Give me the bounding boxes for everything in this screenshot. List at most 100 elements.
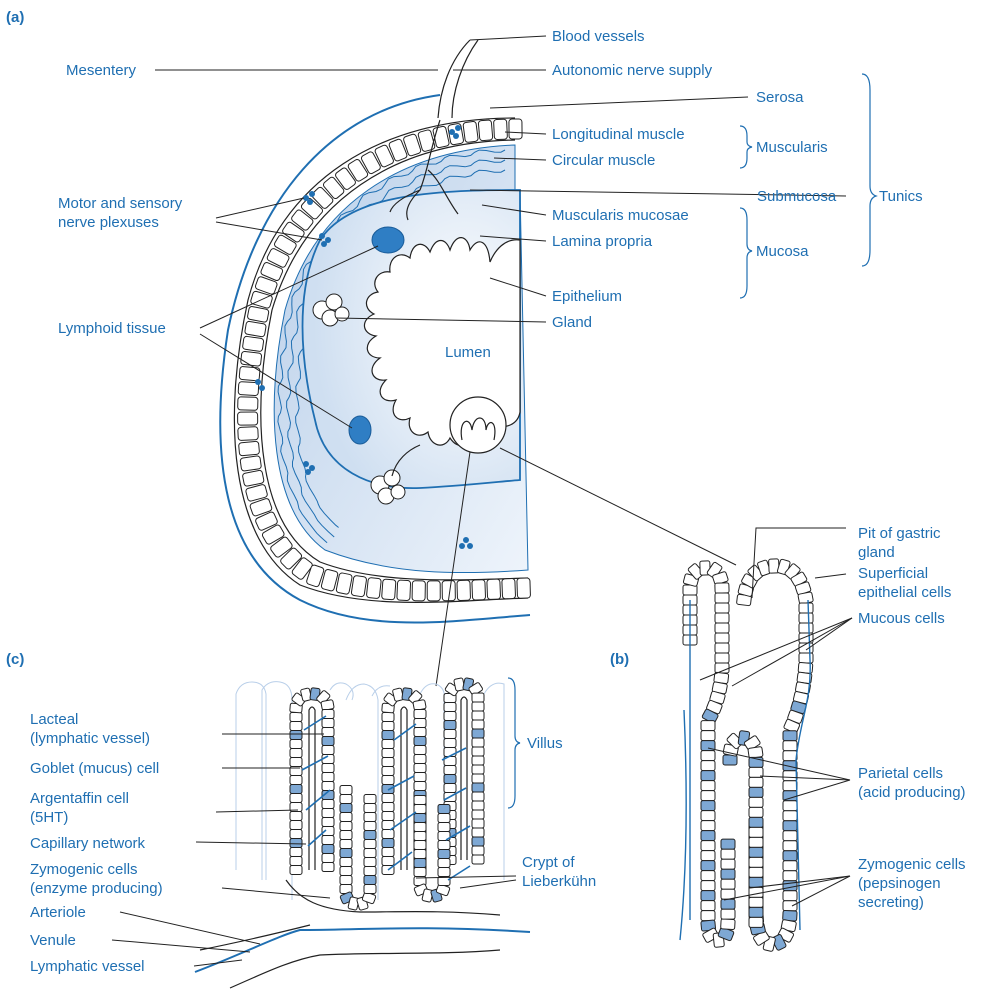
epithelial-cell [414,737,426,746]
epithelial-cell [413,700,426,711]
label-villus: Villus [527,735,563,752]
epithelial-cell [322,773,334,782]
label-parietal-line1: Parietal cells [858,765,943,782]
epithelial-cell [322,809,334,818]
gastric-cell [783,901,797,911]
lymphoid-nodule-upper [372,227,404,253]
crypt-cell [364,857,376,866]
label-blood-vessels: Blood vessels [552,28,645,45]
label-longitudinal-muscle: Longitudinal muscle [552,126,685,143]
gastric-cell [701,781,715,791]
label-autonomic-nerve: Autonomic nerve supply [552,62,713,79]
arteriole-vessel [195,928,530,972]
label-lamina-propria: Lamina propria [552,233,653,250]
crypt-cell [364,839,376,848]
epithelial-cell [382,758,394,767]
muscle-cell [240,456,262,472]
connector-to-b [500,448,736,565]
gastric-cell [783,811,797,821]
label-superficial-line2: epithelial cells [858,584,951,601]
epithelial-cell [290,731,302,740]
epithelial-cell [444,784,456,793]
epithelial-cell [472,837,484,846]
epithelial-cell [472,810,484,819]
gastric-cell [701,721,715,731]
crypt-cell [438,804,450,813]
epithelial-cell [290,866,302,875]
crypt-cell [340,867,352,876]
crypt-cell [340,840,352,849]
crypt-cell [340,849,352,858]
muscle-cell [366,577,381,598]
crypt-cell [364,884,376,893]
gastric-cell [721,879,735,889]
crypt-cell [340,831,352,840]
gastric-cell [721,869,735,879]
muscle-cell [239,366,260,381]
epithelial-cell [472,765,484,774]
gastric-cell [749,897,763,907]
crypt-cell [414,814,426,823]
epithelial-cell [382,785,394,794]
crypt-cell [340,795,352,804]
gastric-cell [715,643,729,653]
muscle-cell [240,351,261,366]
gastric-cell [715,603,729,613]
label-parietal-line2: (acid producing) [858,784,966,801]
muscle-cell [494,119,508,140]
gastric-cell [783,851,797,861]
epithelial-cell [382,767,394,776]
epithelial-cell [472,792,484,801]
gastric-cell [749,797,763,807]
gastric-cell [701,891,715,901]
epithelial-cell [290,722,302,731]
crypt-cell [414,859,426,868]
label-arteriole: Arteriole [30,904,86,921]
label-plexus-line1: Motor and sensory [58,195,183,212]
epithelial-cell [382,722,394,731]
epithelial-cell [290,812,302,821]
epithelial-cell [414,746,426,755]
epithelial-cell [472,711,484,720]
gastric-cell [749,847,763,857]
muscle-cell [517,578,531,598]
epithelial-cell [290,785,302,794]
gastric-cell [783,821,797,831]
muscle-cell [457,580,471,600]
crypt-cell [438,867,450,876]
muscle-cell [463,121,478,143]
epithelial-cell [322,845,334,854]
crypt-cell [414,832,426,841]
gastric-cell [723,755,737,765]
epithelial-cell [382,812,394,821]
gastric-cell [701,791,715,801]
villus-bracket [508,678,520,808]
epithelial-cell [472,738,484,747]
muscularis-bracket [740,126,752,168]
muscle-cell [238,427,259,441]
label-zymogenic-b-line2: (pepsinogen [858,875,941,892]
muscle-cell [502,578,516,598]
epithelial-cell [322,800,334,809]
epithelial-cell [382,749,394,758]
epithelial-cell [382,776,394,785]
muscle-cell [238,441,259,456]
tunics-bracket [862,74,876,266]
mucosa-bracket [740,208,752,298]
epithelial-cell [414,773,426,782]
gastric-cell [701,751,715,761]
muscle-cell [242,336,264,352]
muscle-cell [238,397,258,411]
gastric-cell [783,771,797,781]
mesentery-vessel-left [438,40,470,118]
crypt-cell [438,849,450,858]
gastric-cell [701,911,715,921]
label-crypt-line2: Lieberkühn [522,873,596,890]
muscle-cell [397,580,411,601]
crypt-cell [414,823,426,832]
label-argentaffin-line1: Argentaffin cell [30,790,129,807]
gastric-cell [749,877,763,887]
epithelial-cell [290,821,302,830]
panel-c: (c) [6,651,596,988]
